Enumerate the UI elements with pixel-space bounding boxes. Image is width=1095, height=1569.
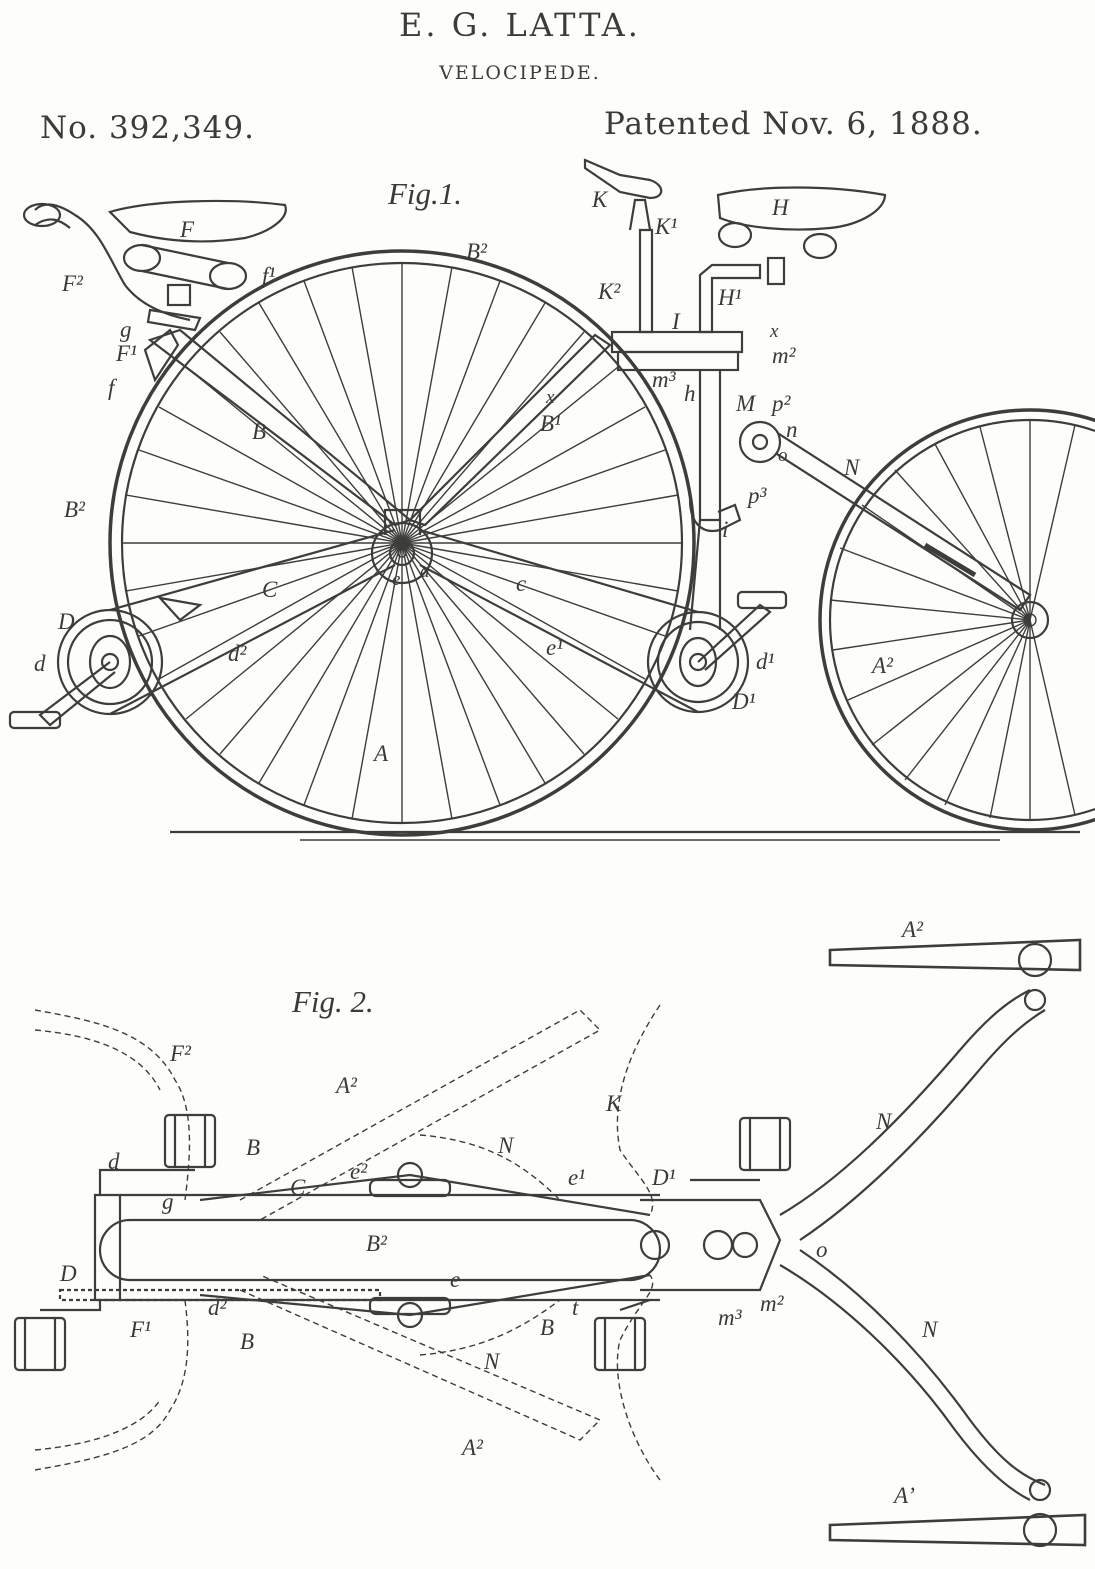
fig1-label-B2-left: B² (64, 497, 85, 522)
fig2-label-B-mid: B (540, 1315, 555, 1340)
trailing-arm (738, 420, 1032, 612)
top-frame (58, 1161, 662, 1329)
fig2-label-D1: D¹ (652, 1165, 676, 1190)
fig1-label-g: g (120, 317, 132, 342)
fig2-label-B2: B² (366, 1231, 387, 1256)
trailing-arm-top (779, 938, 1087, 1548)
fig2-label-N-mid: N (484, 1349, 500, 1374)
fig2-title: Fig. 2. (292, 984, 374, 1019)
fig1-label-B2-top: B² (466, 239, 487, 264)
fig1-label-F: F (180, 217, 195, 242)
fig2-label-A2-ghost: A² (336, 1073, 357, 1098)
patent-number: No. 392,349. (40, 110, 255, 146)
fig1-title: Fig.1. (388, 176, 463, 211)
fig1-label-d: d (34, 651, 46, 676)
fig2-label-e1: e¹ (568, 1165, 586, 1190)
fig1-label-n: n (786, 417, 798, 442)
fig1-label-m3: m³ (652, 367, 676, 392)
fig1-label-K2: K² (598, 279, 621, 304)
fig1-label-F2: F² (62, 271, 83, 296)
fig1-label-M: M (736, 391, 756, 416)
fig2-label-N-ghost: N (498, 1133, 514, 1158)
fig1-label-m2: m² (772, 343, 796, 368)
fig2-label-e2: e² (350, 1159, 368, 1184)
fig2-label-F1: F¹ (130, 1317, 151, 1342)
fig2-label-o: o (816, 1237, 828, 1262)
fig2-label-K: K (606, 1091, 622, 1116)
fig1-label-o: o (778, 445, 788, 466)
fig1-label-K: K (592, 187, 608, 212)
fig1-label-f1: f¹ (262, 263, 276, 288)
fig2-label-N-lower: N (922, 1317, 938, 1342)
fig2-label-d2: d² (208, 1295, 227, 1320)
inventor-name: E. G. LATTA. (399, 6, 641, 44)
big-wheel (108, 249, 696, 837)
fig1-label-d2: d² (228, 641, 247, 666)
fig2-label-D: D (60, 1261, 77, 1286)
fig1-label-f: f (108, 375, 115, 400)
fig1-label-D1: D¹ (732, 689, 756, 714)
fig1-label-B1: B¹ (540, 411, 561, 436)
fig1-label-e: e (392, 569, 401, 590)
fig1-label-D: D (58, 609, 75, 634)
fig1-label-e1: e¹ (546, 635, 564, 660)
fig1-label-a: a (420, 561, 430, 582)
fig1-label-h: h (684, 381, 696, 406)
trailing-wheel (818, 408, 1095, 832)
fig1-label-C-left: C (262, 577, 278, 602)
front-seat-assembly (22, 199, 287, 383)
fig2-label-N-right: N (876, 1109, 892, 1134)
frame-fork (147, 328, 612, 535)
pedals (13, 1113, 792, 1372)
fig1-label-x-mid: x (546, 387, 555, 408)
fig2-label-d: d (108, 1149, 120, 1174)
alternate-positions (34, 1004, 661, 1481)
fig2-label-g: g (162, 1189, 174, 1214)
fig1-label-I: I (672, 309, 680, 334)
fig2-label-A2-bottom: A² (462, 1435, 483, 1460)
fig1-label-d1: d¹ (756, 649, 775, 674)
fig1-drawing (8, 158, 1095, 841)
fig1-label-H: H (772, 195, 789, 220)
fig2-label-m2: m² (760, 1291, 784, 1316)
fig1-label-A: A (374, 741, 389, 766)
fig1-label-p2: p² (772, 391, 791, 416)
patent-date: Patented Nov. 6, 1888. (604, 106, 983, 142)
fig1-label-N: N (844, 455, 860, 480)
fig1-label-F1: F¹ (116, 341, 137, 366)
fig1-label-K1: K¹ (655, 214, 678, 239)
fig1-label-x-top: x (770, 321, 779, 342)
fig2-label-A2-top: A² (902, 917, 923, 942)
fig1-label-B: B (252, 419, 267, 444)
fig2-label-A1: A’ (894, 1483, 915, 1508)
fig2-label-F2: F² (170, 1041, 191, 1066)
fig1-label-p3: p³ (748, 483, 767, 508)
fig2-label-e: e (450, 1267, 461, 1292)
drive-train (8, 528, 788, 730)
fig1-label-H1: H¹ (718, 285, 742, 310)
invention-title: VELOCIPEDE. (439, 62, 601, 84)
fig2-label-B-bottom: B (240, 1329, 255, 1354)
fig2-label-t: t (572, 1295, 579, 1320)
fig2-drawing (13, 938, 1087, 1548)
rear-linkage (639, 1198, 782, 1292)
fig1-label-C-right: c (516, 571, 527, 596)
fig2-label-B-top: B (246, 1135, 261, 1160)
fig1-label-i: i (722, 517, 729, 542)
fig2-label-m3: m³ (718, 1305, 742, 1330)
fig1-label-A2: A² (872, 653, 893, 678)
fig2-label-C: C (290, 1175, 306, 1200)
